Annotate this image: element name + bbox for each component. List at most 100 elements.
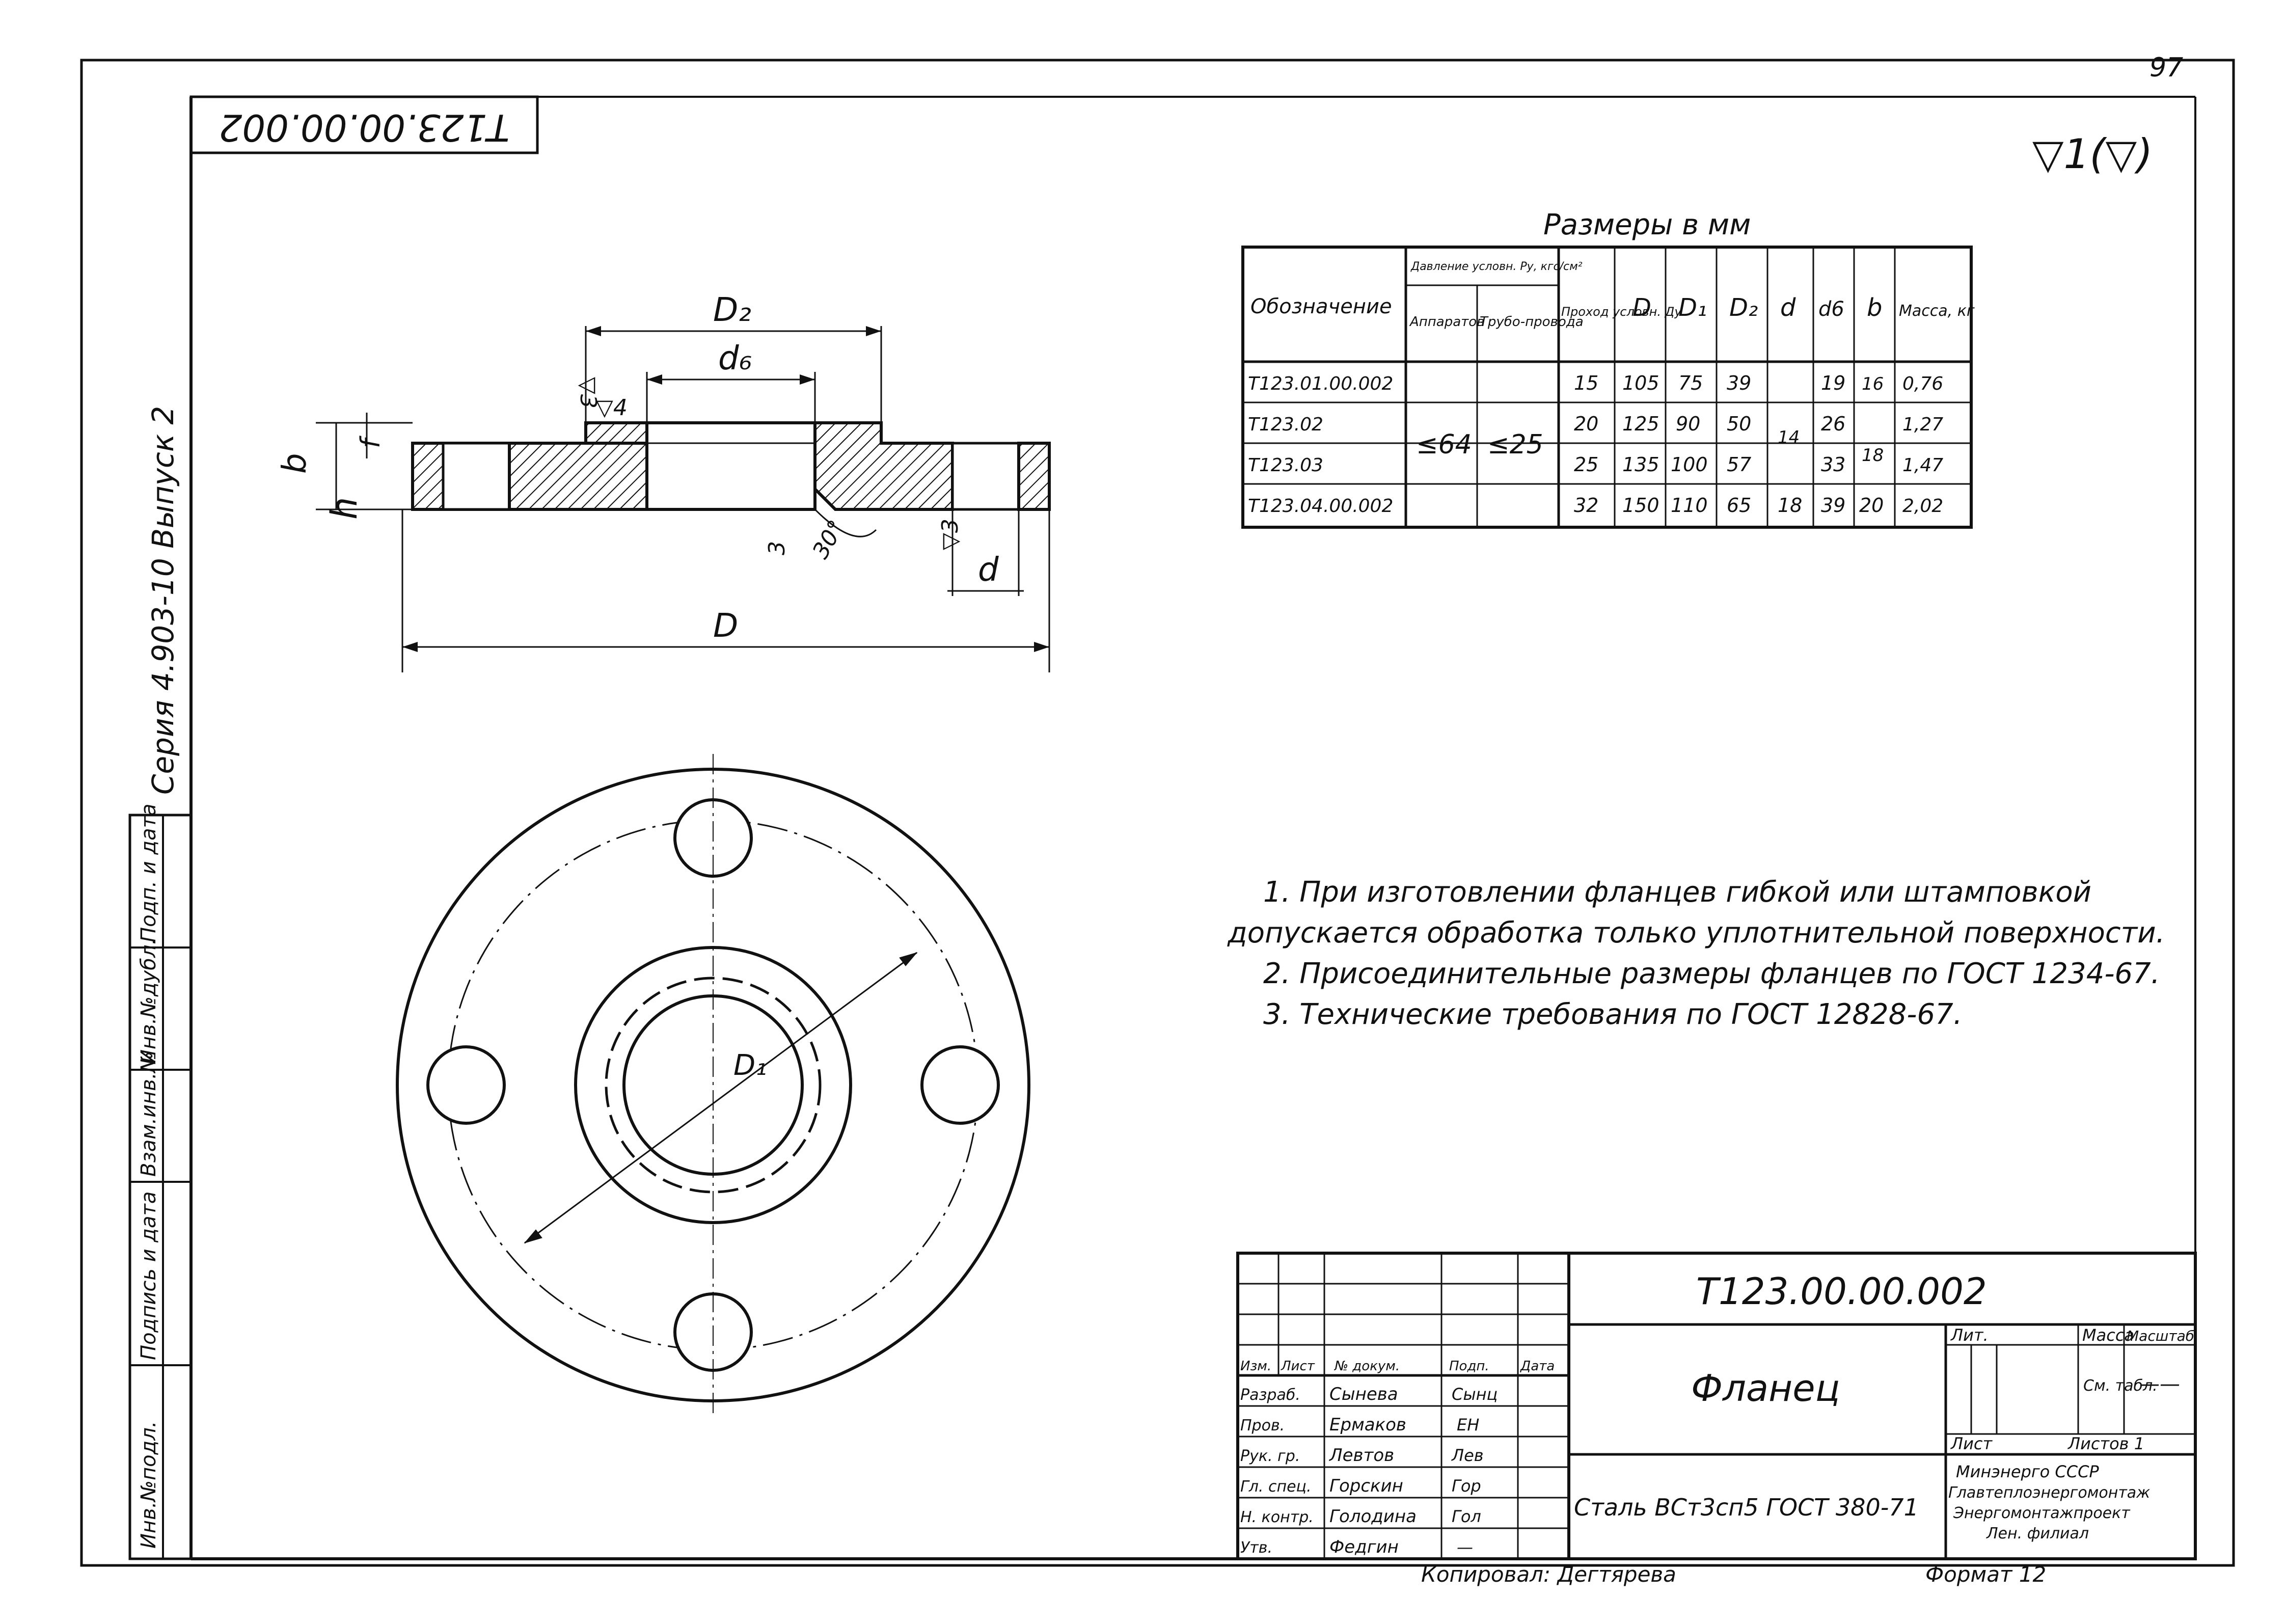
cell-dy: 15 xyxy=(1574,372,1598,394)
title-block xyxy=(1236,1252,2197,1560)
flange-section-view: D₂ d₆ D d b f h 3 30° ▽3 ▽4 ▽3 xyxy=(276,291,1051,672)
tb-org-3: Энергомонтажпроект xyxy=(1953,1504,2131,1522)
note-2: 2. Присоединительные размеры фланцев по … xyxy=(1263,957,2160,990)
th-dy: Проход условн. Ду xyxy=(1561,305,1682,319)
th-apparatus: Аппаратов xyxy=(1409,314,1485,330)
cell-D1: 110 xyxy=(1671,494,1708,517)
note-3: 3. Технические требования по ГОСТ 12828-… xyxy=(1263,998,1963,1031)
th-d: d xyxy=(1780,293,1796,322)
page-number: 97 xyxy=(2149,52,2183,83)
tb-org-1: Минэнерго СССР xyxy=(1956,1462,2099,1481)
format-label: Формат 12 xyxy=(1925,1562,2046,1587)
label-rough3: ▽3 xyxy=(937,519,963,550)
strip-label-2: Подпись и дата xyxy=(137,1192,160,1360)
th-designation: Обозначение xyxy=(1250,295,1392,318)
label-rough2: ▽4 xyxy=(596,395,628,421)
label-rough1: ▽3 xyxy=(575,377,601,409)
label-angle: 30° xyxy=(807,516,850,563)
th-pressure: Давление условн. Ру, кгс/см² xyxy=(1410,260,1583,273)
tb-col-izm: Изм. xyxy=(1240,1359,1271,1374)
outer-border xyxy=(80,59,2235,1567)
tb-scale-value: —— xyxy=(2139,1372,2180,1396)
tb-col-doc: № докум. xyxy=(1334,1359,1400,1374)
tb-role: Рук. гр. xyxy=(1240,1447,1300,1465)
cell-D2: 65 xyxy=(1727,494,1751,517)
tb-person: Голодина xyxy=(1329,1506,1417,1527)
label-b: b xyxy=(276,453,314,474)
cell-D: 150 xyxy=(1622,494,1659,517)
strip-label-3: Взам.инв.№ xyxy=(137,1051,160,1177)
tb-lit-label: Лит. xyxy=(1950,1325,1989,1345)
cell-d6: 33 xyxy=(1821,453,1845,476)
th-D: D xyxy=(1632,293,1651,322)
cell-d: 18 xyxy=(1778,494,1802,517)
tb-role: Гл. спец. xyxy=(1240,1478,1311,1496)
title-block-text: T123.00.00.002 Фланец Сталь ВСт3сп5 ГОСТ… xyxy=(1240,1270,2194,1557)
cell-mass: 1,27 xyxy=(1902,414,1943,435)
tb-person: Горскин xyxy=(1329,1476,1403,1496)
tb-person: Федгин xyxy=(1329,1537,1399,1557)
tb-mass-label: Масса xyxy=(2082,1325,2134,1345)
tb-scale-label: Масштаб xyxy=(2127,1328,2194,1344)
tb-role: Н. контр. xyxy=(1240,1508,1314,1526)
label-small3: 3 xyxy=(764,541,790,555)
table-row: T123.02 xyxy=(1248,414,1323,435)
flange-plan-view xyxy=(396,754,1030,1416)
tb-code: T123.00.00.002 xyxy=(1696,1270,1987,1313)
cell-D1: 100 xyxy=(1671,453,1708,476)
cell-d6: 39 xyxy=(1821,494,1845,517)
th-mass: Масса, кг xyxy=(1899,302,1975,320)
top-code-box xyxy=(189,95,539,154)
th-b: b xyxy=(1867,293,1882,322)
tb-name: Фланец xyxy=(1691,1367,1840,1410)
table-body: T123.01.00.002 T123.02 T123.03 T123.04.0… xyxy=(1248,372,1943,517)
tb-sheet-label: Лист xyxy=(1950,1434,1993,1453)
tb-role: Утв. xyxy=(1240,1539,1272,1557)
cell-D1: 90 xyxy=(1676,413,1700,435)
strip-label-5: Подп. и дата xyxy=(137,804,160,942)
cell-D2: 39 xyxy=(1727,372,1751,394)
tb-col-list: Лист xyxy=(1281,1359,1315,1374)
cell-mass: 2,02 xyxy=(1902,496,1943,517)
table-row: T123.03 xyxy=(1248,455,1323,476)
tb-org-2: Главтеплоэнергомонтаж xyxy=(1948,1484,2150,1502)
tb-col-sign: Подп. xyxy=(1449,1359,1489,1374)
tb-signature: ЕН xyxy=(1457,1415,1479,1434)
dimensions-table xyxy=(1241,246,1973,529)
note-1b: допускается обработка только уплотнитель… xyxy=(1227,916,2165,950)
table-row: T123.04.00.002 xyxy=(1248,496,1393,517)
cell-D: 105 xyxy=(1622,372,1659,394)
tb-signature: Гор xyxy=(1452,1476,1481,1496)
th-D2: D₂ xyxy=(1729,293,1758,322)
tb-role: Разраб. xyxy=(1240,1386,1300,1404)
th-d6: d6 xyxy=(1818,297,1844,321)
strip-label-4: Инв.№дубл. xyxy=(137,938,160,1065)
cell-mass: 0,76 xyxy=(1902,373,1943,394)
cell-mass: 1,47 xyxy=(1902,455,1943,476)
strip-label-1: Инв.№подл. xyxy=(137,1421,160,1549)
label-f: f xyxy=(356,436,386,448)
cell-d6: 19 xyxy=(1821,372,1845,394)
cell-d-merged: 14 xyxy=(1778,427,1800,448)
th-D1: D₁ xyxy=(1678,293,1707,322)
tb-role: Пров. xyxy=(1240,1417,1285,1434)
label-d6: d₆ xyxy=(718,340,752,377)
left-strip: Инв.№подл. Подпись и дата Взам.инв.№ Инв… xyxy=(128,804,193,1560)
copied-by: Копировал: Дегтярева xyxy=(1421,1562,1676,1587)
cell-D2: 57 xyxy=(1727,453,1751,476)
label-D: D xyxy=(713,607,738,645)
pressure-pipeline: ≤25 xyxy=(1487,429,1543,460)
table-row: T123.01.00.002 xyxy=(1248,373,1393,394)
tb-person: Левтов xyxy=(1328,1445,1394,1466)
tb-person: Сынева xyxy=(1329,1384,1398,1404)
pressure-apparatus: ≤64 xyxy=(1416,429,1472,460)
series-label: Серия 4.903-10 Выпуск 2 xyxy=(146,406,180,795)
cell-D2: 50 xyxy=(1727,413,1751,435)
tb-signature: Гол xyxy=(1452,1507,1481,1526)
tb-signature: Лев xyxy=(1451,1446,1484,1465)
note-1: 1. При изготовлении фланцев гибкой или ш… xyxy=(1263,876,2091,909)
th-pipeline: Трубо-провода xyxy=(1480,314,1584,330)
cell-dy: 25 xyxy=(1574,453,1598,476)
label-D1-plan: D₁ xyxy=(733,1049,767,1082)
tb-col-date: Дата xyxy=(1520,1359,1555,1374)
